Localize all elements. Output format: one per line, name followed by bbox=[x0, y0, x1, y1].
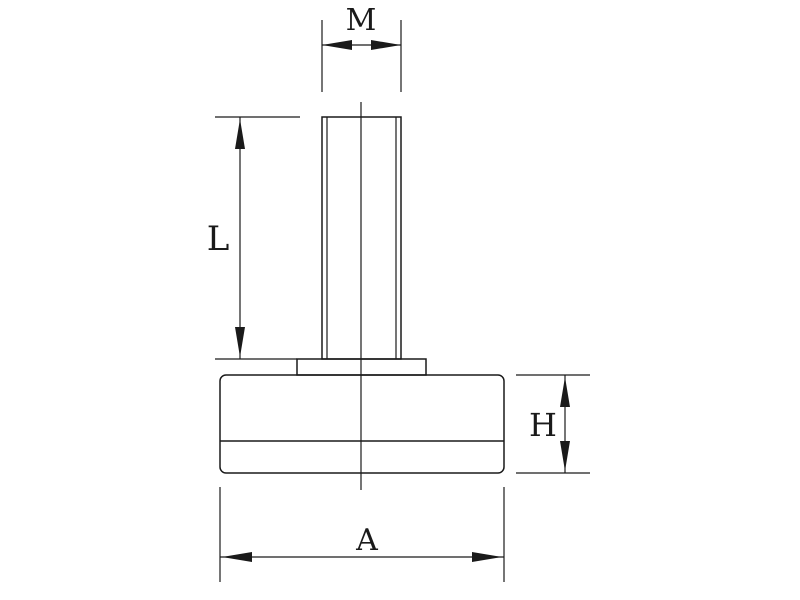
dimension-label-a: A bbox=[355, 523, 378, 558]
dimension-l: L bbox=[207, 116, 300, 360]
dimension-label-l: L bbox=[207, 219, 230, 259]
arrowhead bbox=[235, 327, 245, 357]
dimension-a: A bbox=[219, 487, 505, 582]
arrowhead bbox=[560, 377, 570, 407]
arrowhead bbox=[560, 441, 570, 471]
dimension-label-m: M bbox=[346, 3, 377, 38]
arrowhead bbox=[222, 552, 252, 562]
arrowhead bbox=[371, 40, 401, 50]
base-pad bbox=[219, 374, 505, 474]
dimension-m: M bbox=[321, 3, 402, 92]
base-outline bbox=[219, 374, 505, 474]
arrowhead bbox=[235, 119, 245, 149]
arrowhead bbox=[322, 40, 352, 50]
dimension-label-h: H bbox=[529, 406, 557, 444]
dimension-h: H bbox=[516, 374, 590, 474]
arrowhead bbox=[472, 552, 502, 562]
